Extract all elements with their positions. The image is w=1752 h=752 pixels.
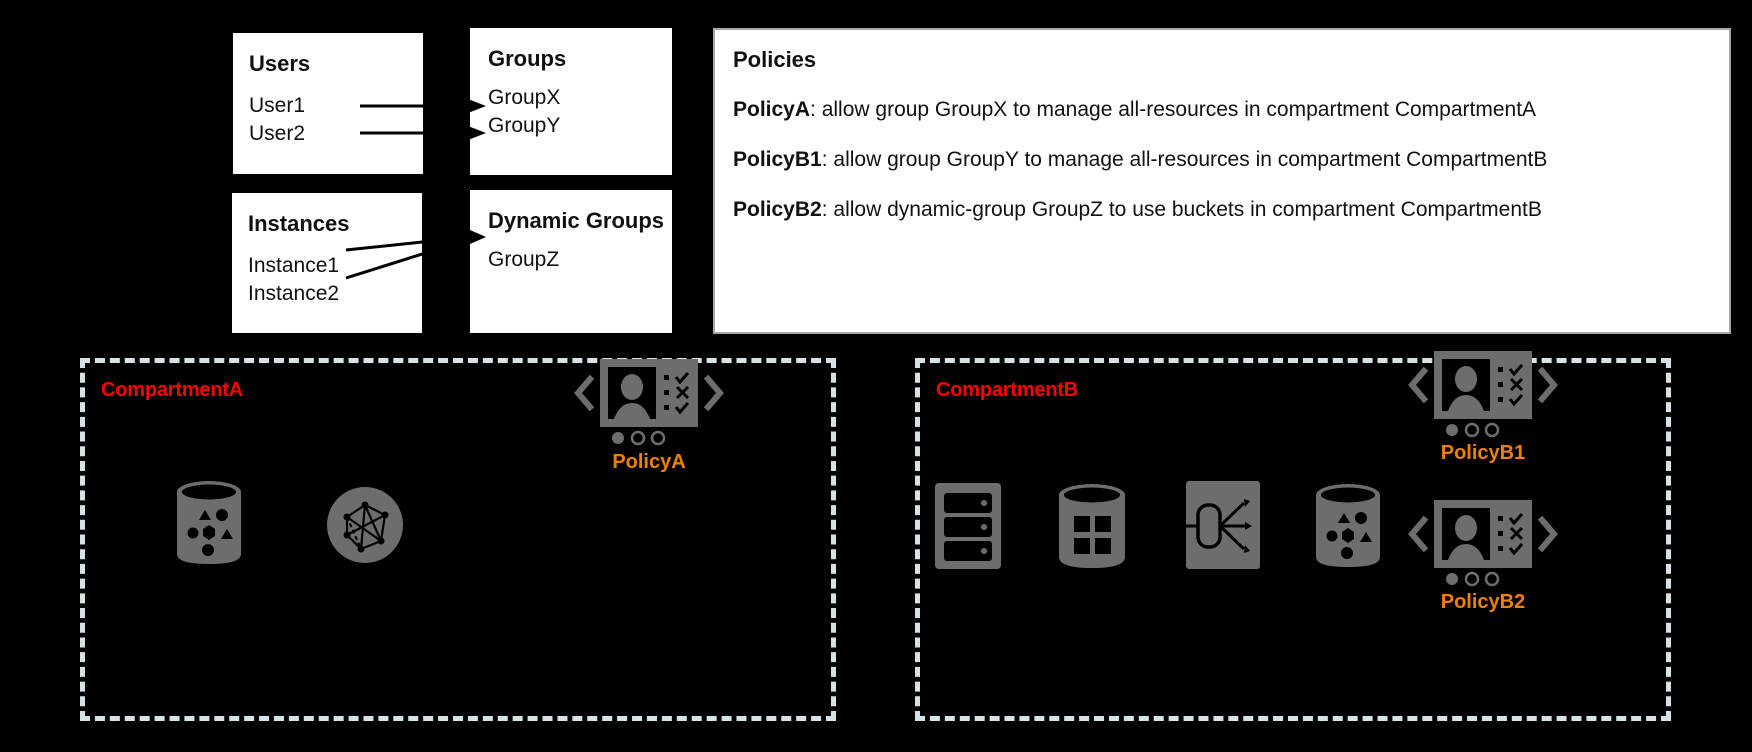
policies-panel-title: Policies (733, 47, 817, 72)
policy-name: PolicyB2 (733, 198, 822, 222)
compartment-b-label: CompartmentB (936, 379, 1079, 401)
compute-instance-icon (935, 483, 1001, 569)
compartment-a-label: CompartmentA (101, 379, 244, 401)
policy-statement: PolicyB1: allow group GroupY to manage a… (733, 148, 1729, 171)
policy-name: PolicyB1 (733, 148, 822, 172)
policy-badge-b2-label: PolicyB2 (1440, 591, 1526, 613)
policy-statement: PolicyA: allow group GroupX to manage al… (733, 98, 1729, 121)
policy-separator: : (821, 198, 834, 222)
policy-text: allow group GroupX to manage all-resourc… (821, 98, 1537, 122)
policy-statement: PolicyB2: allow dynamic-group GroupZ to … (733, 198, 1729, 221)
dynamic-groups-list: GroupZ (488, 246, 672, 274)
policies-panel: Policies PolicyA: allow group GroupX to … (713, 28, 1731, 334)
users-card: Users User1 User2 (233, 33, 423, 174)
list-item: User2 (249, 121, 306, 145)
instances-card-title: Instances (248, 211, 350, 236)
object-storage-bucket-icon (1316, 484, 1380, 567)
list-item: Instance2 (248, 281, 340, 305)
list-item: GroupY (488, 113, 561, 137)
policy-badge-b1[interactable]: PolicyB1 (1408, 345, 1558, 464)
policy-text: allow group GroupY to manage all-resourc… (833, 148, 1548, 172)
policy-badge-b1-label: PolicyB1 (1440, 442, 1526, 464)
dynamic-groups-card-title: Dynamic Groups (488, 208, 665, 233)
dynamic-groups-card: Dynamic Groups GroupZ (470, 190, 672, 333)
load-balancer-icon (1186, 481, 1260, 569)
database-icon (1059, 484, 1125, 568)
policy-badge-a-label: PolicyA (612, 451, 686, 473)
list-item: Instance1 (248, 254, 340, 278)
policy-card-icon (1408, 500, 1558, 568)
policy-card-icon (1408, 351, 1558, 419)
compartment-b: CompartmentB (915, 351, 1671, 721)
policy-separator: : (810, 98, 822, 122)
groups-list: GroupX GroupY (488, 84, 672, 139)
groups-card: Groups GroupX GroupY (470, 28, 672, 175)
policy-name: PolicyA (733, 98, 811, 122)
instances-list: Instance1 Instance2 (248, 252, 422, 307)
policy-pagination-dots-icon (1446, 571, 1500, 587)
policy-separator: : (821, 148, 834, 172)
instances-card: Instances Instance1 Instance2 (232, 193, 422, 333)
list-item: GroupZ (488, 248, 560, 272)
network-graph-icon (327, 487, 403, 563)
compartment-a: CompartmentA (80, 358, 836, 721)
policy-badge-a[interactable]: PolicyA (574, 353, 724, 473)
users-list: User1 User2 (249, 92, 423, 147)
list-item: GroupX (488, 86, 561, 110)
object-storage-bucket-icon (177, 481, 241, 564)
policy-text: allow dynamic-group GroupZ to use bucket… (833, 198, 1542, 222)
policy-card-icon (574, 359, 724, 427)
policy-pagination-dots-icon (612, 430, 666, 446)
policy-badge-b2[interactable]: PolicyB2 (1408, 494, 1558, 613)
users-card-title: Users (249, 51, 311, 76)
groups-card-title: Groups (488, 46, 567, 71)
list-item: User1 (249, 94, 306, 118)
policy-pagination-dots-icon (1446, 422, 1500, 438)
